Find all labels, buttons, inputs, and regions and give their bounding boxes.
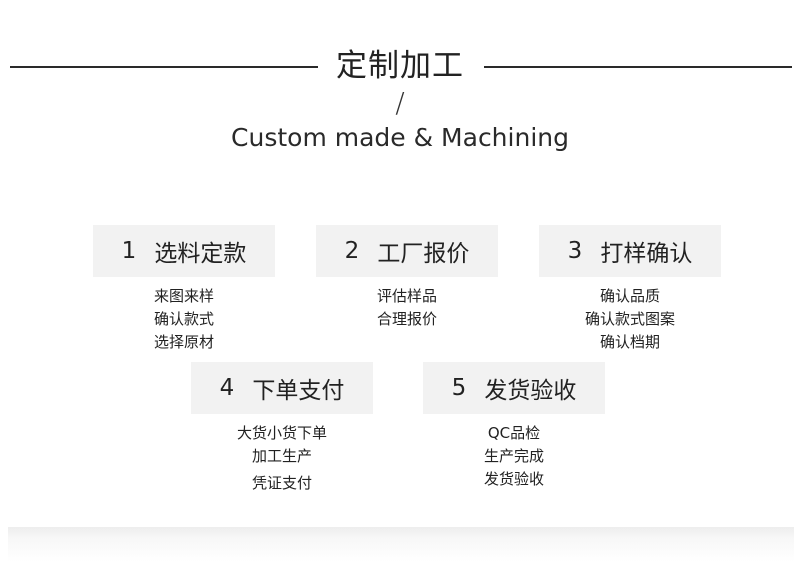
step-2-box: 2 工厂报价 — [316, 225, 498, 277]
step-2-number: 2 — [344, 238, 360, 264]
step-2-item: 合理报价 — [376, 310, 437, 328]
step-1-item: 来图来样 — [153, 287, 214, 305]
step-4-item: 凭证支付 — [251, 474, 312, 492]
step-5-item: QC品检 — [487, 424, 541, 442]
step-3-item: 确认品质 — [599, 287, 660, 305]
step-2-item: 评估样品 — [376, 287, 437, 305]
step-3-item: 确认档期 — [599, 333, 660, 351]
step-5-items: QC品检 生产完成 发货验收 — [423, 422, 605, 491]
step-4-number: 4 — [219, 375, 235, 401]
step-1-item: 确认款式 — [153, 310, 214, 328]
header-rule-right — [484, 66, 792, 68]
step-5-item: 发货验收 — [483, 470, 544, 488]
header-rule-left — [10, 66, 318, 68]
step-4-item: 加工生产 — [251, 447, 312, 465]
step-3-box: 3 打样确认 — [539, 225, 721, 277]
step-3-label: 打样确认 — [600, 241, 693, 267]
page-title-cn: 定制加工 — [336, 48, 464, 84]
step-4-items: 大货小货下单 加工生产 凭证支付 — [191, 422, 373, 495]
bottom-divider-band — [8, 527, 794, 562]
step-3-item: 确认款式图案 — [584, 310, 675, 328]
title-separator: / — [395, 86, 405, 119]
step-3: 3 打样确认 确认品质 确认款式图案 确认档期 — [539, 225, 721, 354]
step-5-item: 生产完成 — [483, 447, 544, 465]
step-3-number: 3 — [567, 238, 583, 264]
step-3-items: 确认品质 确认款式图案 确认档期 — [539, 285, 721, 354]
step-5-number: 5 — [451, 375, 467, 401]
step-1-number: 1 — [121, 238, 137, 264]
step-1-box: 1 选料定款 — [93, 225, 275, 277]
step-1-items: 来图来样 确认款式 选择原材 — [93, 285, 275, 354]
step-5-box: 5 发货验收 — [423, 362, 605, 414]
step-1-label: 选料定款 — [154, 241, 247, 267]
step-2-items: 评估样品 合理报价 — [316, 285, 498, 331]
step-4-item: 大货小货下单 — [236, 424, 327, 442]
page-title-en: Custom made & Machining — [231, 123, 569, 152]
step-1-item: 选择原材 — [153, 333, 214, 351]
step-4-box: 4 下单支付 — [191, 362, 373, 414]
step-5: 5 发货验收 QC品检 生产完成 发货验收 — [423, 362, 605, 491]
step-2-label: 工厂报价 — [377, 241, 470, 267]
step-2: 2 工厂报价 评估样品 合理报价 — [316, 225, 498, 331]
step-4-label: 下单支付 — [252, 378, 345, 404]
step-4: 4 下单支付 大货小货下单 加工生产 凭证支付 — [191, 362, 373, 495]
step-5-label: 发货验收 — [484, 378, 577, 404]
step-1: 1 选料定款 来图来样 确认款式 选择原材 — [93, 225, 275, 354]
